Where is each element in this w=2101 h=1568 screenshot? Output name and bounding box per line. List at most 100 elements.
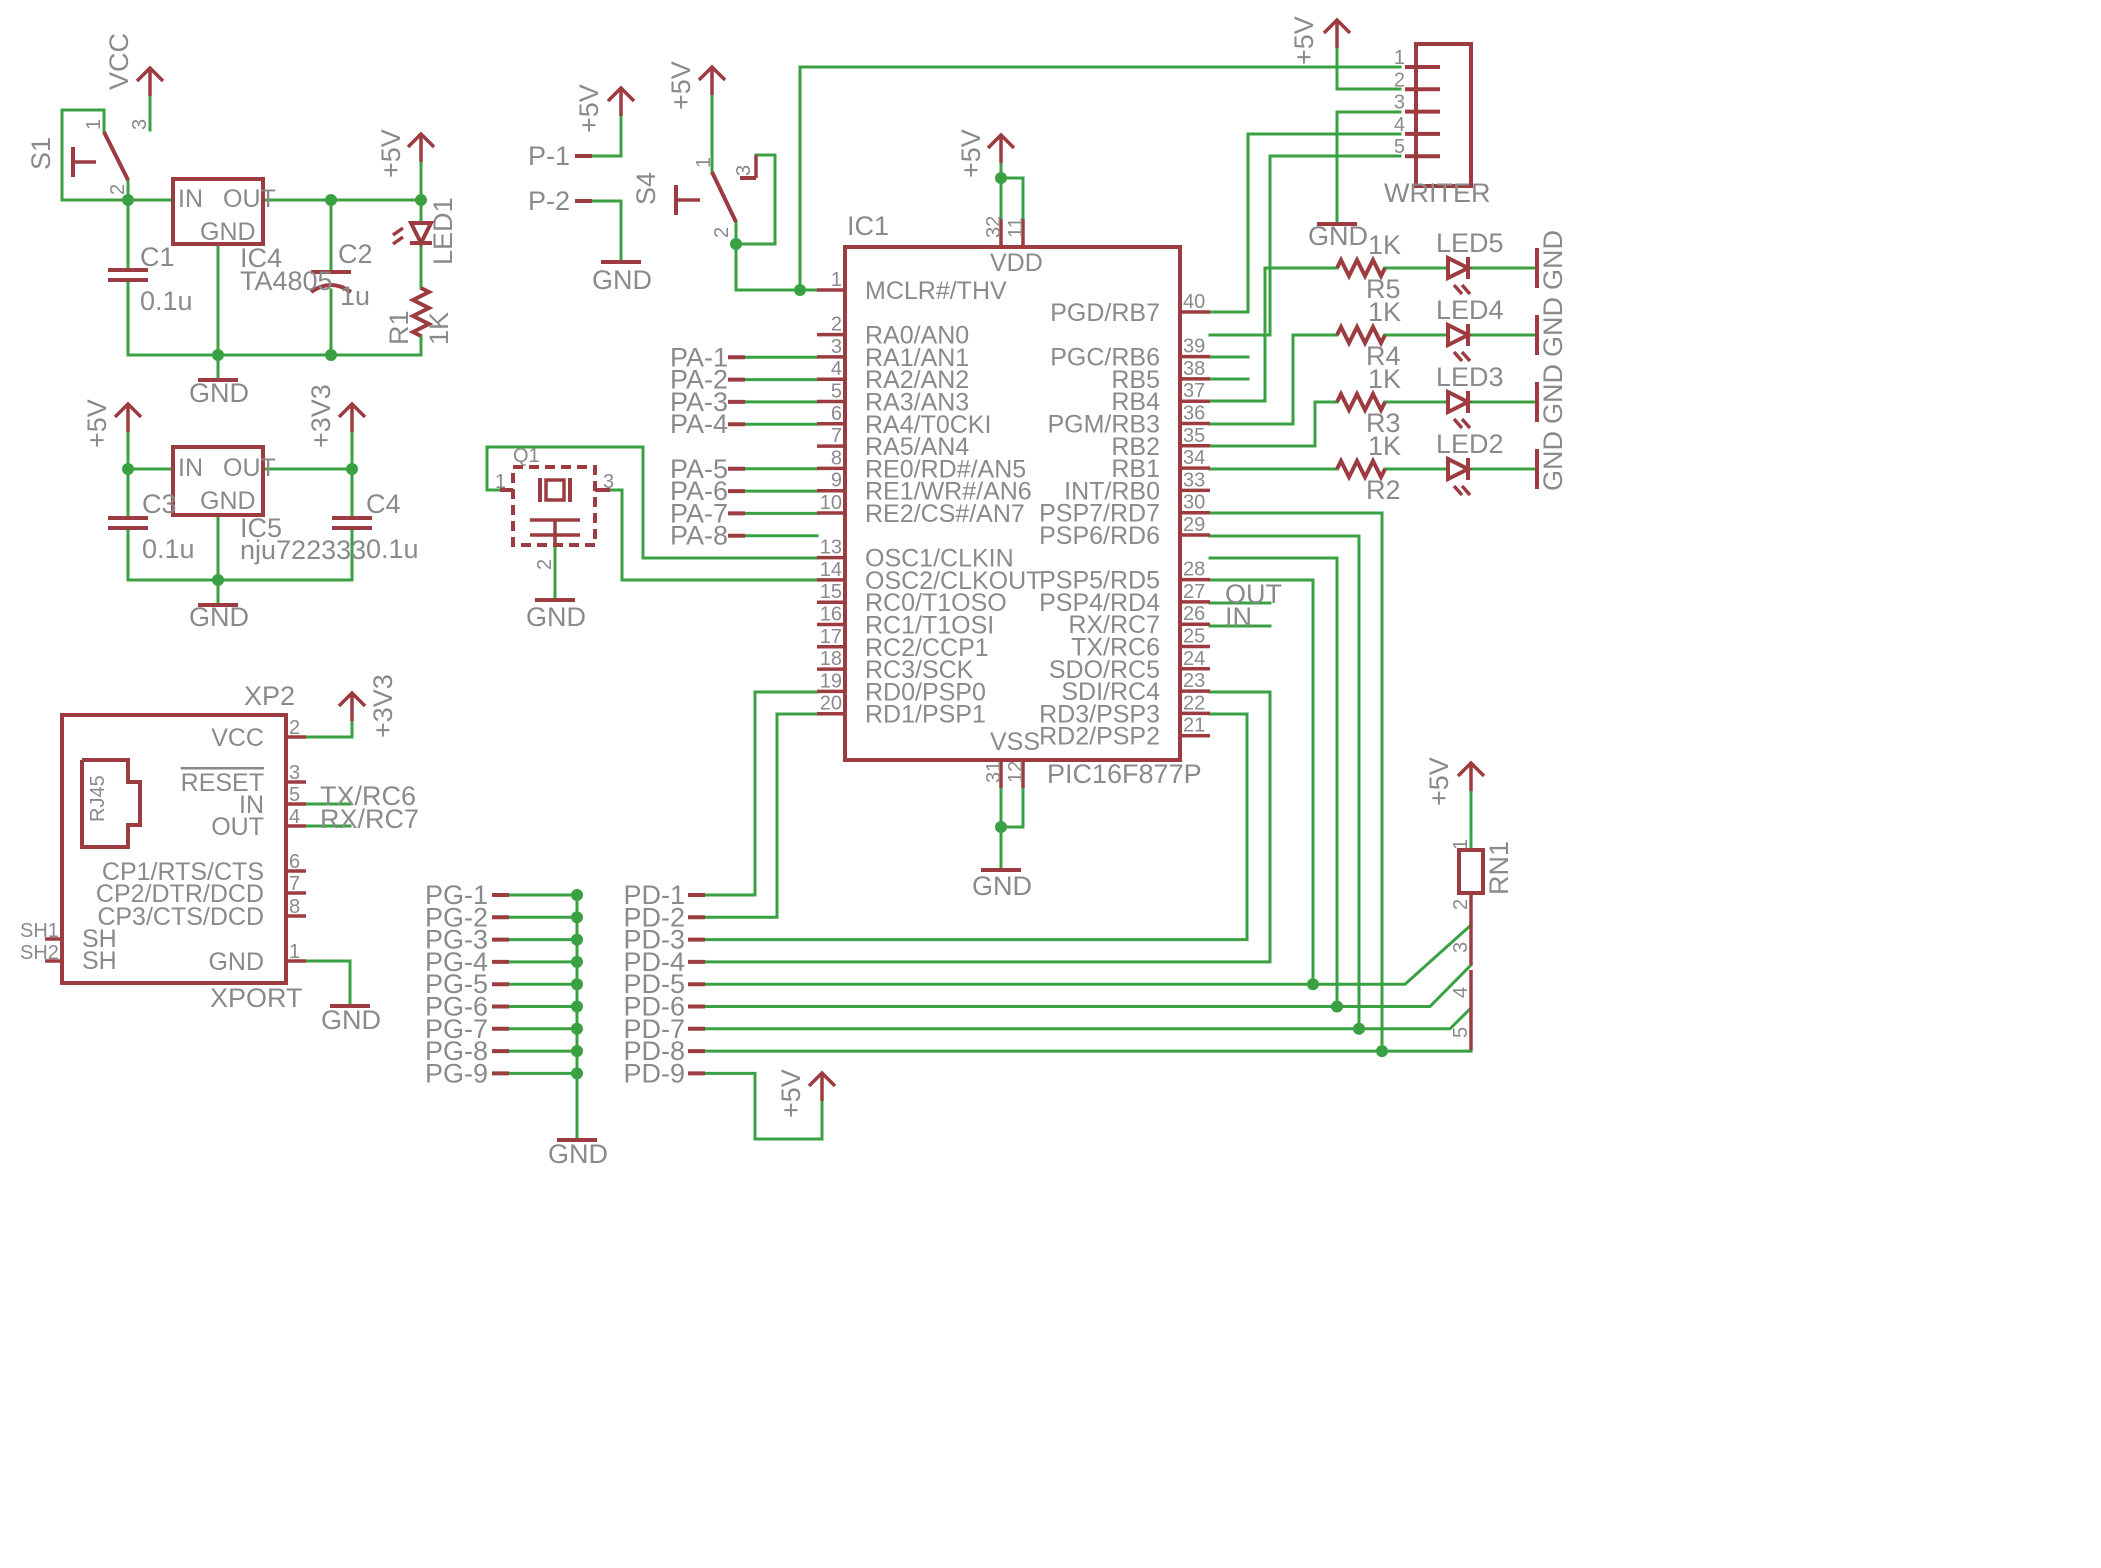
led-row-res-name: R4 bbox=[1366, 341, 1401, 371]
writer-body bbox=[1414, 42, 1473, 188]
led1-symbol bbox=[407, 221, 435, 248]
ic1-pin-name: SDO/RC5 bbox=[1049, 656, 1160, 684]
ic1-pin-name: RB5 bbox=[1111, 366, 1160, 394]
s4-pin: 2 bbox=[711, 227, 733, 238]
rj45-label: RJ45 bbox=[87, 775, 109, 822]
c2-name: C2 bbox=[338, 239, 373, 269]
s1-pin: 2 bbox=[107, 184, 129, 195]
led-row-led bbox=[1446, 321, 1473, 349]
ic1-pin-number: 17 bbox=[820, 626, 842, 648]
ic1-pin-number: 40 bbox=[1183, 291, 1205, 313]
pa-label: PA-8 bbox=[670, 521, 728, 551]
pd-label: PD-7 bbox=[623, 1014, 685, 1044]
ic1-pin-name: RA0/AN0 bbox=[865, 322, 969, 350]
xport-pin-number: 7 bbox=[289, 873, 300, 895]
pg-label: PG-2 bbox=[425, 902, 488, 932]
s4-net bbox=[734, 153, 777, 246]
xport-pin-number: 6 bbox=[289, 851, 300, 873]
gnd-label: GND bbox=[972, 871, 1032, 901]
ic1-pin-number: 14 bbox=[820, 559, 842, 581]
c3-value: 0.1u bbox=[142, 534, 195, 564]
s4-5v-label: +5V bbox=[666, 61, 696, 110]
gnd-label: GND bbox=[189, 602, 249, 632]
junction-dot bbox=[995, 172, 1007, 184]
pd-label: PD-9 bbox=[623, 1058, 685, 1088]
led-row-net bbox=[1208, 266, 1339, 403]
pa-label: PA-4 bbox=[670, 409, 728, 439]
ic1-pin-number: 19 bbox=[820, 670, 842, 692]
ic1-pin-number: 32 bbox=[983, 216, 1005, 238]
led-row-resistor bbox=[1335, 389, 1387, 415]
writer-5v-net bbox=[1335, 46, 1402, 91]
osc1-net bbox=[485, 445, 819, 560]
s4-name: S4 bbox=[631, 172, 661, 205]
led-row-led bbox=[1460, 484, 1472, 497]
led1-symbol bbox=[391, 226, 405, 237]
ic1-pin-number: 24 bbox=[1183, 648, 1205, 670]
pd9-5v-label: +5V bbox=[776, 1069, 806, 1118]
ic1-pin-name: RB1 bbox=[1111, 455, 1160, 483]
s4-pin: 1 bbox=[693, 157, 715, 168]
ic1-vss-label: VSS bbox=[990, 728, 1040, 756]
s1-net bbox=[60, 108, 130, 202]
led-row-net bbox=[1208, 400, 1339, 448]
led-row-led bbox=[1460, 417, 1472, 430]
ic1-part: PIC16F877P bbox=[1047, 759, 1202, 789]
pa-label: PA-3 bbox=[670, 387, 728, 417]
rd0-net bbox=[703, 690, 819, 897]
ic1-pin-name: RA2/AN2 bbox=[865, 366, 969, 394]
led-row-gnd-label: GND bbox=[1538, 364, 1568, 424]
mclr-writer-net bbox=[798, 65, 1402, 292]
q1-pin: 1 bbox=[495, 471, 506, 493]
ic1-pin-name: RD2/PSP2 bbox=[1039, 723, 1160, 751]
ic5-gnd-rail bbox=[126, 527, 354, 582]
xport-pin-number: 2 bbox=[289, 717, 300, 739]
led-row-led-name: LED3 bbox=[1436, 362, 1504, 392]
rd3-net bbox=[703, 690, 1272, 964]
rd5-rn1-net bbox=[703, 962, 1474, 1008]
ic1-pin-name: PSP4/RD4 bbox=[1039, 589, 1160, 617]
p1-net bbox=[590, 114, 623, 158]
writer-5v-label: +5V bbox=[1289, 16, 1319, 65]
s1-name: S1 bbox=[26, 137, 56, 170]
ic1-pin-name: PGM/RB3 bbox=[1047, 411, 1160, 439]
led-row-res-name: R5 bbox=[1366, 274, 1401, 304]
ic4-gnd: GND bbox=[200, 218, 256, 246]
c2-value: 1u bbox=[340, 281, 370, 311]
osc2-net bbox=[608, 488, 819, 582]
xport-rx-label: RX/RC7 bbox=[320, 804, 419, 834]
ic4-name: IC4 bbox=[240, 243, 282, 273]
ic1-pin-number: 6 bbox=[831, 403, 842, 425]
p2-net bbox=[590, 199, 623, 264]
ic1-body bbox=[843, 245, 1182, 762]
ic1-pin-name: RC3/SCK bbox=[865, 656, 974, 684]
xport-pin-name: IN bbox=[239, 791, 264, 819]
q1-pin: 3 bbox=[603, 471, 614, 493]
c2-symbol bbox=[309, 283, 353, 294]
rn1-body bbox=[1457, 848, 1485, 895]
writer-pin-number: 2 bbox=[1394, 69, 1405, 91]
xport-pin-number: 1 bbox=[289, 941, 300, 963]
pd-label: PD-6 bbox=[623, 992, 685, 1022]
ic1-pin-number: 7 bbox=[831, 425, 842, 447]
xport-pin-name: GND bbox=[208, 948, 264, 976]
ic4-body bbox=[171, 177, 265, 246]
ic1-pin-number: 35 bbox=[1183, 425, 1205, 447]
ic1-pin-name: RX/RC7 bbox=[1068, 611, 1160, 639]
ic1-pin-number: 3 bbox=[831, 336, 842, 358]
gnd-label: GND bbox=[548, 1139, 608, 1169]
ic1-pin-number: 27 bbox=[1183, 581, 1205, 603]
led-row-led-name: LED5 bbox=[1436, 228, 1504, 258]
rd-bus-net bbox=[1208, 556, 1339, 1008]
writer-pin-number: 5 bbox=[1394, 136, 1405, 158]
pa-label: PA-1 bbox=[670, 342, 728, 372]
ic5-3v3-label: +3V3 bbox=[306, 384, 336, 448]
rn1-5v-label: +5V bbox=[1424, 757, 1454, 806]
pa-label: PA-2 bbox=[670, 365, 728, 395]
ic1-pin-number: 36 bbox=[1183, 403, 1205, 425]
led-row-res-value: 1K bbox=[1368, 431, 1401, 461]
xport-pin-name: OUT bbox=[211, 813, 264, 841]
ic1-pin-number: 37 bbox=[1183, 380, 1205, 402]
led-row-gnd-label: GND bbox=[1538, 431, 1568, 491]
ic1-pin-number: 31 bbox=[983, 761, 1005, 783]
